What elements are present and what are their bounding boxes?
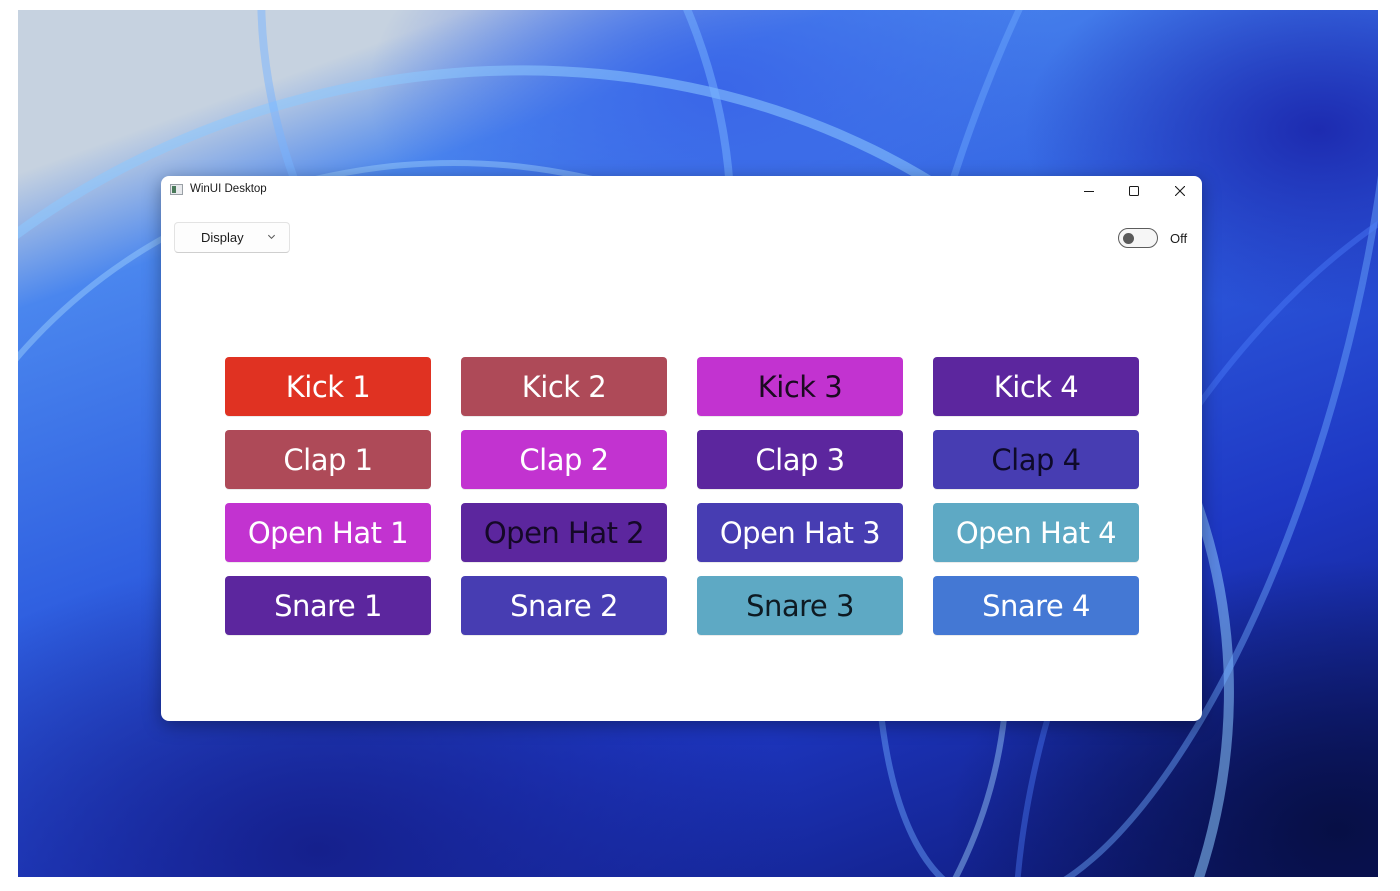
drum-pad-button[interactable]: Open Hat 1 xyxy=(225,503,431,562)
drum-pad-button[interactable]: Clap 3 xyxy=(697,430,903,489)
window-title: WinUI Desktop xyxy=(190,183,267,195)
drum-pad-button[interactable]: Kick 1 xyxy=(225,357,431,416)
close-icon xyxy=(1175,186,1185,196)
toggle-state-label: Off xyxy=(1170,231,1188,246)
drum-pad-button[interactable]: Clap 4 xyxy=(933,430,1139,489)
drum-pad-button[interactable]: Kick 4 xyxy=(933,357,1139,416)
drum-pad-button[interactable]: Open Hat 2 xyxy=(461,503,667,562)
title-bar[interactable]: WinUI Desktop xyxy=(161,176,1202,206)
drum-pad-button[interactable]: Clap 1 xyxy=(225,430,431,489)
drum-pad-button[interactable]: Snare 2 xyxy=(461,576,667,635)
toggle-knob xyxy=(1123,233,1134,244)
drum-pad-button[interactable]: Snare 1 xyxy=(225,576,431,635)
maximize-button[interactable] xyxy=(1111,176,1157,206)
display-dropdown-value: Display xyxy=(201,230,244,245)
drum-pad-button[interactable]: Kick 2 xyxy=(461,357,667,416)
drum-pad-button[interactable]: Snare 3 xyxy=(697,576,903,635)
drum-pad-button[interactable]: Open Hat 3 xyxy=(697,503,903,562)
toggle-switch[interactable] xyxy=(1118,228,1158,248)
chevron-down-icon xyxy=(267,234,276,240)
drum-pad-button[interactable]: Open Hat 4 xyxy=(933,503,1139,562)
minimize-icon xyxy=(1084,191,1094,192)
minimize-button[interactable] xyxy=(1066,176,1112,206)
maximize-icon xyxy=(1129,186,1139,196)
display-dropdown[interactable]: Display xyxy=(174,222,290,253)
drum-pad-button[interactable]: Snare 4 xyxy=(933,576,1139,635)
drum-pad-button[interactable]: Kick 3 xyxy=(697,357,903,416)
close-button[interactable] xyxy=(1157,176,1202,206)
app-window-icon xyxy=(170,184,183,195)
drum-pad-grid: Kick 1 Kick 2 Kick 3 Kick 4 Clap 1 Clap 2 Clap… xyxy=(225,357,1139,635)
drum-pad-button[interactable]: Clap 2 xyxy=(461,430,667,489)
